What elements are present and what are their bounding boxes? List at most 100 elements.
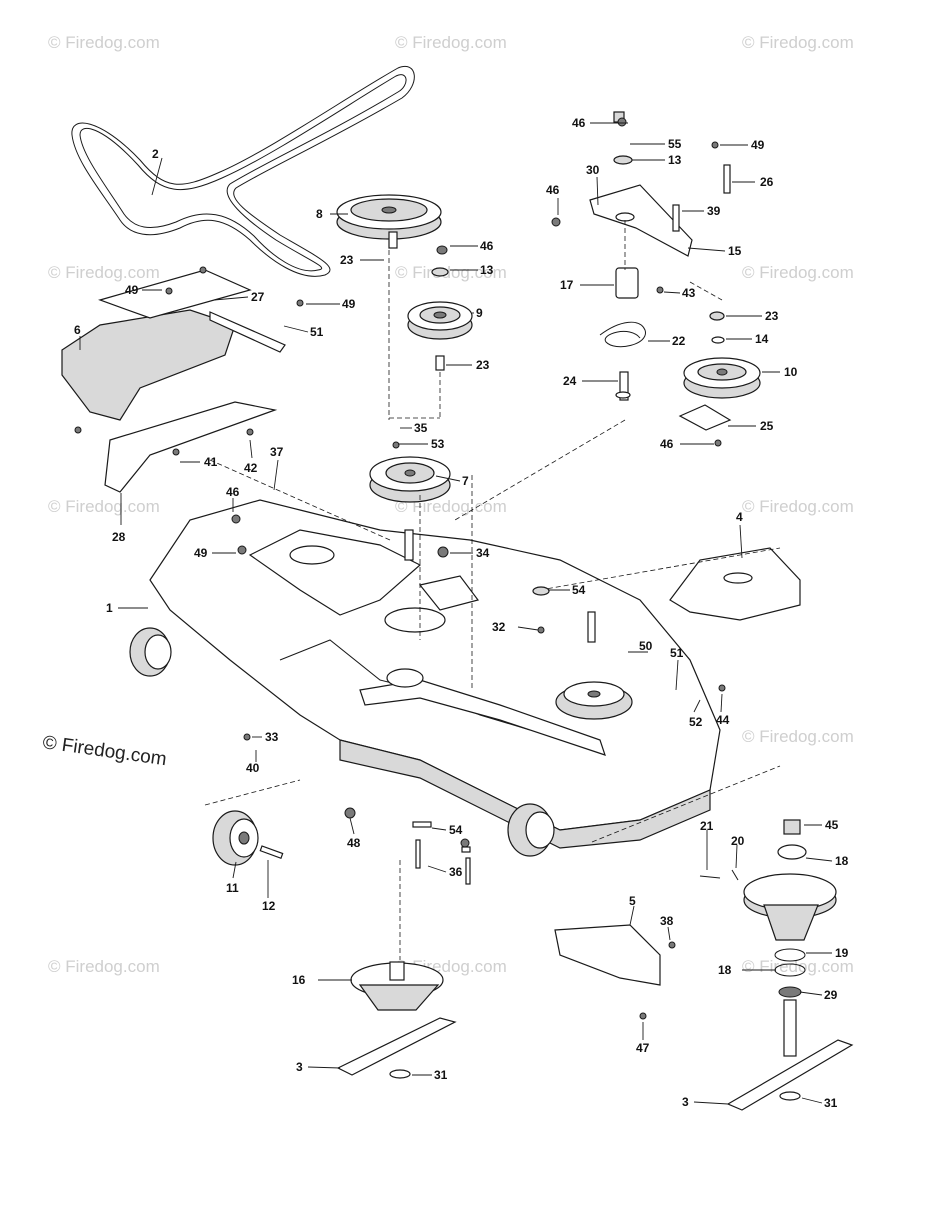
callout-54: 54 (572, 583, 586, 597)
callout-46: 46 (480, 239, 494, 253)
bracket-5 (554, 924, 661, 986)
callout-1: 1 (106, 601, 113, 615)
blade-3-right (726, 1039, 854, 1111)
bearing-stack (388, 231, 449, 371)
callout-54: 54 (449, 823, 463, 837)
callout-3: 3 (296, 1060, 303, 1074)
callout-21: 21 (700, 819, 714, 833)
callout-51: 51 (670, 646, 684, 660)
watermark: © Firedog.com (742, 263, 854, 282)
callout-34: 34 (476, 546, 490, 560)
watermark: © Firedog.com (395, 263, 507, 282)
idler-pulley-8 (336, 194, 442, 240)
callout-20: 20 (731, 834, 745, 848)
callout-6: 6 (74, 323, 81, 337)
callout-5: 5 (629, 894, 636, 908)
callout-17: 17 (560, 278, 574, 292)
callout-27: 27 (251, 290, 265, 304)
callout-19: 19 (835, 946, 849, 960)
callout-29: 29 (824, 988, 838, 1002)
deck-wheel-front (507, 803, 555, 857)
callout-42: 42 (244, 461, 258, 475)
callout-26: 26 (760, 175, 774, 189)
callout-4: 4 (736, 510, 743, 524)
callout-49: 49 (194, 546, 208, 560)
callout-31: 31 (824, 1096, 838, 1110)
drive-belt (71, 65, 415, 277)
callout-12: 12 (262, 899, 276, 913)
callout-8: 8 (316, 207, 323, 221)
watermark: © Firedog.com (48, 497, 160, 516)
deck-wheel-left (129, 627, 172, 677)
callout-46: 46 (660, 437, 674, 451)
watermark-main: © Firedog.com (41, 732, 168, 770)
watermark: © Firedog.com (742, 727, 854, 746)
callout-23: 23 (476, 358, 490, 372)
callout-36: 36 (449, 865, 463, 879)
callout-18: 18 (835, 854, 849, 868)
gauge-wheel-11 (212, 810, 284, 866)
belt-shield-6 (61, 269, 286, 493)
callout-32: 32 (492, 620, 506, 634)
callout-46: 46 (546, 183, 560, 197)
callout-49: 49 (125, 283, 139, 297)
idler-pulley-9 (407, 301, 473, 340)
callout-39: 39 (707, 204, 721, 218)
callout-25: 25 (760, 419, 774, 433)
callout-10: 10 (784, 365, 798, 379)
callout-22: 22 (672, 334, 686, 348)
callout-46: 46 (572, 116, 586, 130)
callout-53: 53 (431, 437, 445, 451)
callout-23: 23 (340, 253, 354, 267)
callout-41: 41 (204, 455, 218, 469)
pins-20-21 (699, 869, 739, 881)
watermark: © Firedog.com (742, 33, 854, 52)
callout-49: 49 (342, 297, 356, 311)
callout-7: 7 (462, 474, 469, 488)
callout-51: 51 (310, 325, 324, 339)
callout-28: 28 (112, 530, 126, 544)
callout-11: 11 (226, 881, 239, 895)
callout-24: 24 (563, 374, 577, 388)
callout-52: 52 (689, 715, 703, 729)
watermark: © Firedog.com (48, 957, 160, 976)
watermark: © Firedog.com (395, 33, 507, 52)
watermark: © Firedog.com (395, 497, 507, 516)
assembly-lines (204, 220, 781, 960)
callout-50: 50 (639, 639, 653, 653)
callout-16: 16 (292, 973, 306, 987)
callout-15: 15 (728, 244, 742, 258)
spindle-assembly-right (743, 819, 837, 1057)
callout-13: 13 (668, 153, 682, 167)
watermark: © Firedog.com (742, 957, 854, 976)
callout-35: 35 (414, 421, 428, 435)
watermark: © Firedog.com (742, 497, 854, 516)
callout-2: 2 (152, 147, 159, 161)
callout-47: 47 (636, 1041, 650, 1055)
callout-48: 48 (347, 836, 361, 850)
callout-45: 45 (825, 818, 839, 832)
deck-pulley-7 (369, 456, 451, 503)
callout-9: 9 (476, 306, 483, 320)
callout-55: 55 (668, 137, 682, 151)
blade-3-left (336, 1017, 457, 1079)
callout-33: 33 (265, 730, 279, 744)
callout-31: 31 (434, 1068, 448, 1082)
mower-deck-1 (149, 499, 721, 849)
callout-40: 40 (246, 761, 260, 775)
spindle-16 (350, 961, 444, 1011)
hardware-fasteners (74, 117, 726, 1020)
callout-23: 23 (765, 309, 779, 323)
watermark: © Firedog.com (48, 33, 160, 52)
leader-lines (79, 122, 833, 1105)
callout-38: 38 (660, 914, 674, 928)
discharge-baffle-4 (669, 547, 801, 621)
callout-30: 30 (586, 163, 600, 177)
callout-49: 49 (751, 138, 765, 152)
callout-37: 37 (270, 445, 284, 459)
callout-14: 14 (755, 332, 769, 346)
callout-13: 13 (480, 263, 494, 277)
callout-labels: 2 8 23 46 13 9 23 49 27 49 51 6 41 42 37… (74, 116, 849, 1110)
